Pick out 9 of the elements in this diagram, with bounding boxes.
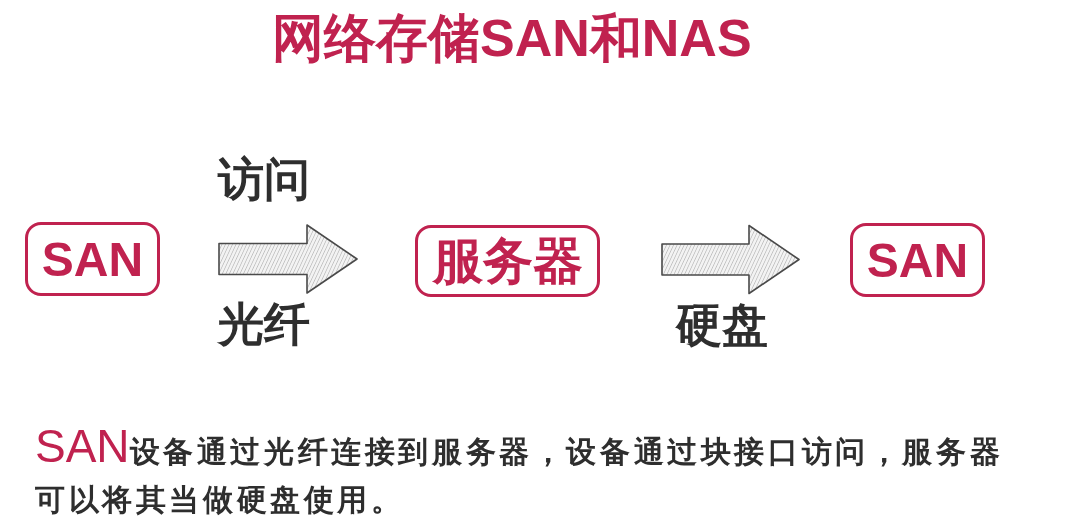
title: 网络存储SAN和NAS — [272, 8, 752, 68]
edge-label: 光纤 — [218, 298, 310, 350]
block-arrow — [218, 224, 358, 294]
rounded-box: SAN — [25, 222, 160, 296]
caption: SAN设备通过光纤连接到服务器，设备通过块接口访问，服务器可以将其当做硬盘使用。 — [35, 423, 1005, 518]
arrow-label: 访问 — [218, 153, 310, 205]
rounded-box: SAN — [850, 223, 985, 297]
rounded-box: 服务器 — [415, 225, 600, 297]
block-arrow — [661, 224, 800, 295]
